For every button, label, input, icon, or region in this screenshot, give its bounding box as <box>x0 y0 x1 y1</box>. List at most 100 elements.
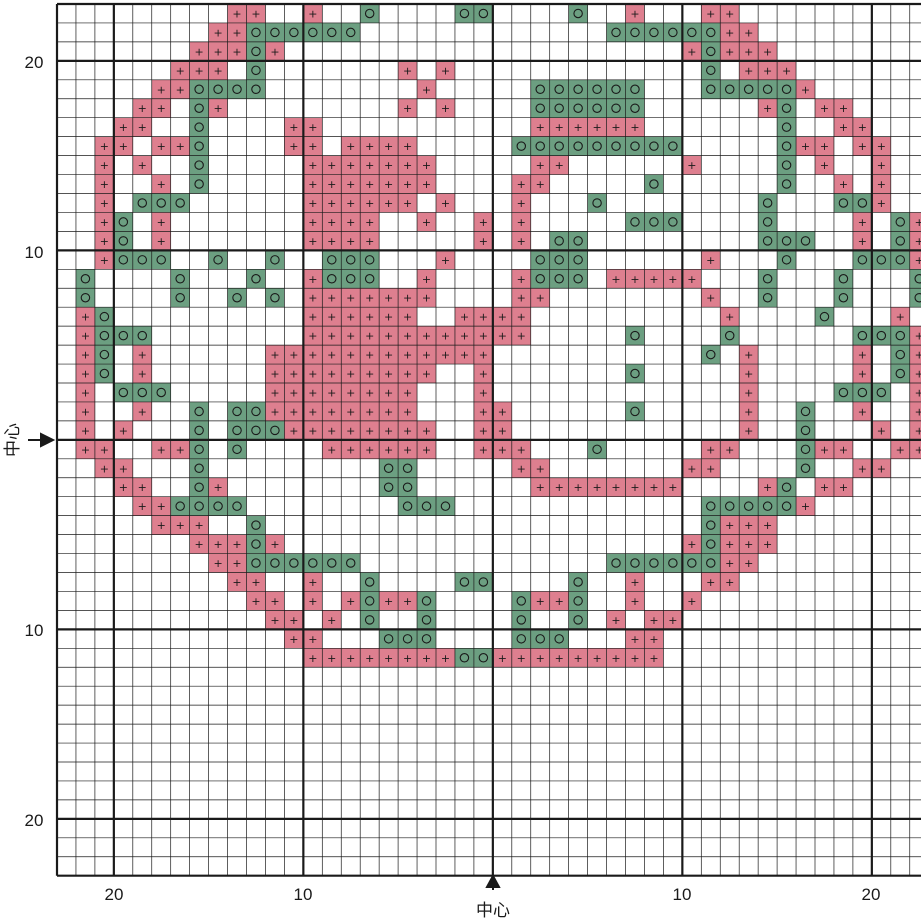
stitch-circle-cell <box>190 459 209 478</box>
stitch-circle-cell <box>872 326 891 345</box>
stitch-circle-cell <box>265 288 284 307</box>
plus-symbol: + <box>839 178 848 191</box>
plus-symbol: + <box>555 481 564 494</box>
stitch-circle-cell <box>777 137 796 156</box>
stitch-circle-cell <box>398 478 417 497</box>
plus-symbol: + <box>308 368 317 381</box>
plus-symbol: + <box>403 178 412 191</box>
stitch-circle-cell <box>872 383 891 402</box>
plus-symbol: + <box>327 443 336 456</box>
plus-symbol: + <box>251 595 260 608</box>
plus-symbol: + <box>763 538 772 551</box>
stitch-circle-cell <box>777 99 796 118</box>
plus-symbol: + <box>81 405 90 418</box>
plus-symbol: + <box>517 235 526 248</box>
plus-symbol: + <box>744 26 753 39</box>
plus-symbol: + <box>365 235 374 248</box>
plus-symbol: + <box>630 481 639 494</box>
plus-symbol: + <box>270 386 279 399</box>
stitch-circle-cell <box>569 610 588 629</box>
plus-symbol: + <box>384 349 393 362</box>
plus-symbol: + <box>365 216 374 229</box>
plus-symbol: + <box>706 462 715 475</box>
plus-symbol: + <box>763 481 772 494</box>
plus-symbol: + <box>365 405 374 418</box>
stitch-circle-cell <box>701 23 720 42</box>
plus-symbol: + <box>839 121 848 134</box>
plus-symbol: + <box>649 481 658 494</box>
stitch-cells: + + + + + + + + + + + + + + + + + + + + + + + + + + + + + + + + + + + + + + + +… <box>76 4 921 667</box>
stitch-circle-cell <box>360 591 379 610</box>
plus-symbol: + <box>422 368 431 381</box>
left-label-10-lower: 10 <box>25 621 44 640</box>
plus-symbol: + <box>308 7 317 20</box>
stitch-circle-cell <box>777 478 796 497</box>
plus-symbol: + <box>157 443 166 456</box>
plus-symbol: + <box>403 311 412 324</box>
stitch-circle-cell <box>474 4 493 23</box>
plus-symbol: + <box>536 595 545 608</box>
plus-symbol: + <box>270 538 279 551</box>
stitch-circle-cell <box>171 497 190 516</box>
plus-symbol: + <box>403 159 412 172</box>
plus-symbol: + <box>517 273 526 286</box>
plus-symbol: + <box>744 424 753 437</box>
stitch-circle-cell <box>872 250 891 269</box>
plus-symbol: + <box>725 45 734 58</box>
stitch-circle-cell <box>417 591 436 610</box>
plus-symbol: + <box>763 102 772 115</box>
plus-symbol: + <box>384 330 393 343</box>
stitch-circle-cell <box>133 326 152 345</box>
plus-symbol: + <box>384 292 393 305</box>
stitch-circle-cell <box>588 194 607 213</box>
stitch-circle-cell <box>777 80 796 99</box>
stitch-circle-cell <box>796 402 815 421</box>
plus-symbol: + <box>706 576 715 589</box>
stitch-circle-cell <box>607 554 626 573</box>
stitch-circle-cell <box>114 326 133 345</box>
plus-symbol: + <box>327 216 336 229</box>
stitch-circle-cell <box>247 80 266 99</box>
plus-symbol: + <box>119 140 128 153</box>
stitch-circle-cell <box>284 554 303 573</box>
plus-symbol: + <box>365 292 374 305</box>
stitch-circle-cell <box>455 573 474 592</box>
stitch-circle-cell <box>190 478 209 497</box>
stitch-circle-cell <box>626 326 645 345</box>
stitch-circle-cell <box>265 421 284 440</box>
plus-symbol: + <box>384 311 393 324</box>
bottom-label-20-left: 20 <box>105 885 124 904</box>
plus-symbol: + <box>346 405 355 418</box>
plus-symbol: + <box>858 349 867 362</box>
stitch-circle-cell <box>569 4 588 23</box>
plus-symbol: + <box>877 424 886 437</box>
stitch-circle-cell <box>531 137 550 156</box>
plus-symbol: + <box>157 178 166 191</box>
plus-symbol: + <box>365 197 374 210</box>
plus-symbol: + <box>441 197 450 210</box>
plus-symbol: + <box>896 311 905 324</box>
plus-symbol: + <box>744 386 753 399</box>
plus-symbol: + <box>403 140 412 153</box>
stitch-circle-cell <box>95 345 114 364</box>
plus-symbol: + <box>327 349 336 362</box>
plus-symbol: + <box>157 83 166 96</box>
plus-symbol: + <box>403 292 412 305</box>
plus-symbol: + <box>517 462 526 475</box>
stitch-circle-cell <box>701 80 720 99</box>
stitch-circle-cell <box>360 250 379 269</box>
plus-symbol: + <box>176 140 185 153</box>
stitch-circle-cell <box>720 326 739 345</box>
stitch-circle-cell <box>190 80 209 99</box>
plus-symbol: + <box>574 652 583 665</box>
plus-symbol: + <box>763 64 772 77</box>
plus-symbol: + <box>289 121 298 134</box>
stitch-circle-cell <box>569 137 588 156</box>
plus-symbol: + <box>384 405 393 418</box>
plus-symbol: + <box>441 349 450 362</box>
stitch-circle-cell <box>531 80 550 99</box>
plus-symbol: + <box>308 311 317 324</box>
stitch-circle-cell <box>133 383 152 402</box>
plus-symbol: + <box>687 159 696 172</box>
plus-symbol: + <box>213 26 222 39</box>
